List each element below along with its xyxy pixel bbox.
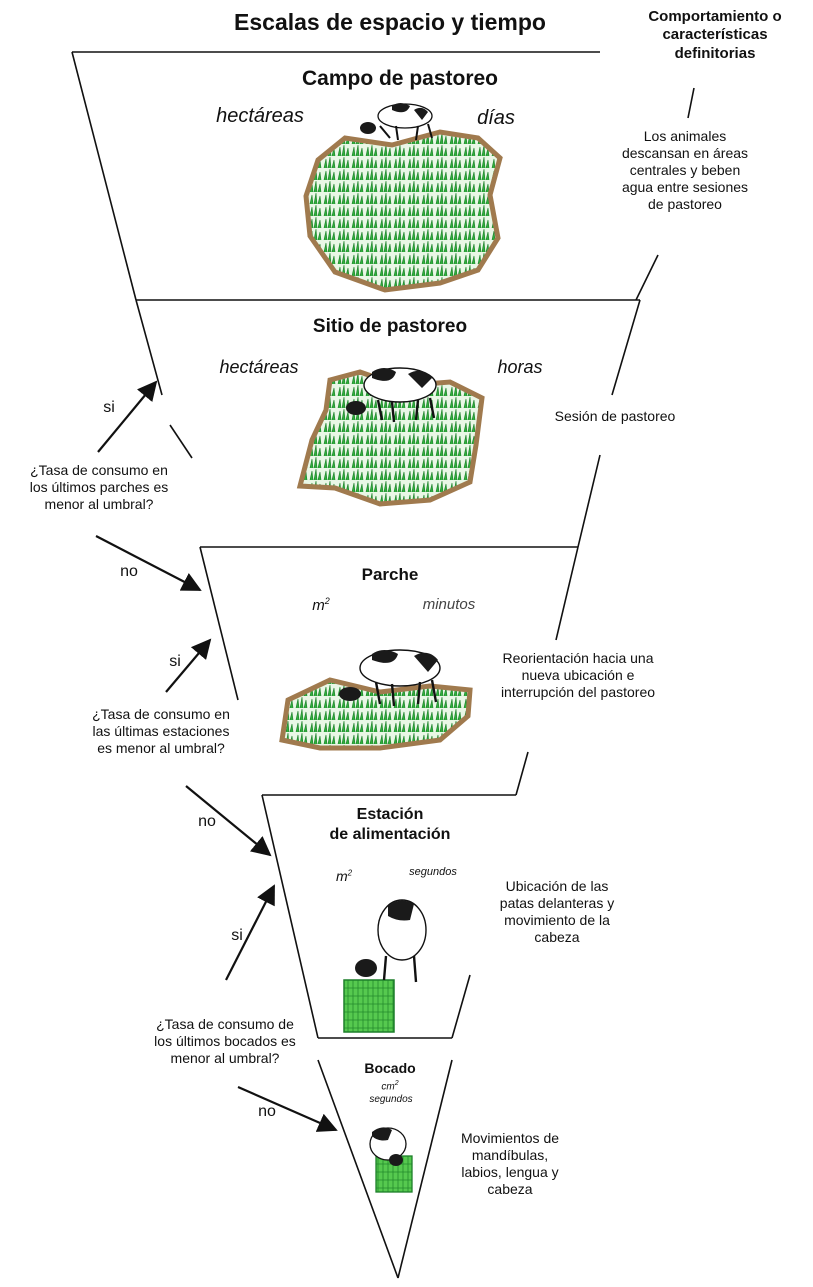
description-line: Ubicación de las	[482, 878, 632, 895]
level-description: Sesión de pastoreo	[530, 408, 700, 425]
description-line: patas delanteras y	[482, 895, 632, 912]
level-name-line: Estación	[310, 805, 470, 825]
arrow-no-1	[96, 536, 200, 590]
question-line: los últimos bocados es	[130, 1033, 320, 1050]
funnel-left-wall-1	[72, 52, 136, 300]
unit-text: m	[312, 597, 325, 614]
level-name-line: de alimentación	[310, 825, 470, 845]
level-description: Ubicación de las patas delanteras y movi…	[482, 878, 632, 946]
diagram-title: Escalas de espacio y tiempo	[205, 8, 575, 36]
decision-question: ¿Tasa de consumo en las últimas estacion…	[66, 706, 256, 757]
behavior-header: Comportamiento o características definit…	[620, 8, 810, 63]
question-line: ¿Tasa de consumo en	[66, 706, 256, 723]
unit-text: cm	[381, 1081, 394, 1092]
bite-illustration	[370, 1127, 412, 1192]
description-line: agua entre sesiones	[595, 179, 775, 196]
level-time-unit: horas	[480, 357, 560, 379]
grazing-site-illustration	[300, 368, 482, 504]
description-line: cabeza	[482, 929, 632, 946]
level-name: Campo de pastoreo	[250, 66, 550, 92]
funnel-left-wall-3	[200, 547, 238, 700]
description-line: interrupción del pastoreo	[478, 684, 678, 701]
cow-icon	[355, 900, 426, 982]
level-description: Los animales descansan en áreas centrale…	[595, 128, 775, 213]
description-line: labios, lengua y	[440, 1164, 580, 1181]
level-name: Bocado	[350, 1060, 430, 1077]
funnel-right-wall-3	[556, 547, 578, 640]
header-pointer-line	[688, 88, 694, 118]
decision-yes-label: si	[222, 926, 252, 946]
description-line: mandíbulas,	[440, 1147, 580, 1164]
unit-exponent: 2	[395, 1080, 399, 1087]
level-time-unit: días	[456, 106, 536, 130]
funnel-right-wall-3b	[516, 752, 528, 795]
decision-question: ¿Tasa de consumo de los últimos bocados …	[130, 1016, 320, 1067]
funnel-left-wall-2a	[136, 300, 162, 395]
decision-no-label: no	[192, 812, 222, 832]
level-description: Movimientos de mandíbulas, labios, lengu…	[440, 1130, 580, 1198]
description-line: Los animales	[595, 128, 775, 145]
decision-question: ¿Tasa de consumo en los últimos parches …	[4, 462, 194, 513]
description-line: movimiento de la	[482, 912, 632, 929]
description-line: Sesión de pastoreo	[530, 408, 700, 425]
question-line: ¿Tasa de consumo de	[130, 1016, 320, 1033]
funnel-right-wall-1	[636, 255, 658, 300]
cow-icon	[360, 103, 432, 140]
behavior-header-line: características	[620, 26, 810, 44]
description-line: cabeza	[440, 1181, 580, 1198]
decision-yes-label: si	[160, 652, 190, 672]
level-time-unit: segundos	[398, 866, 468, 879]
description-line: Reorientación hacia una	[478, 650, 678, 667]
patch-illustration	[282, 650, 470, 748]
level-name: Parche	[340, 565, 440, 586]
level-space-unit: cm2	[370, 1080, 410, 1094]
level-name: Sitio de pastoreo	[260, 315, 520, 338]
description-line: nueva ubicación e	[478, 667, 678, 684]
unit-exponent: 2	[348, 868, 352, 877]
funnel-left-wall-2b	[170, 425, 192, 458]
funnel-right-wall-2b	[578, 455, 600, 547]
feeding-station-illustration	[344, 900, 426, 1032]
unit-text: m	[336, 868, 348, 884]
decision-yes-label: si	[94, 398, 124, 418]
question-line: es menor al umbral?	[66, 740, 256, 757]
decision-no-label: no	[114, 562, 144, 582]
level-time-unit: segundos	[358, 1094, 424, 1106]
decision-no-label: no	[252, 1102, 282, 1122]
level-space-unit: m2	[326, 868, 362, 885]
behavior-header-line: Comportamiento o	[620, 8, 810, 26]
level-space-unit: hectáreas	[196, 357, 322, 379]
description-line: Movimientos de	[440, 1130, 580, 1147]
level-description: Reorientación hacia una nueva ubicación …	[478, 650, 678, 701]
behavior-header-line: definitorias	[620, 45, 810, 63]
funnel-right-wall-2a	[612, 300, 640, 395]
description-line: de pastoreo	[595, 196, 775, 213]
question-line: los últimos parches es	[4, 479, 194, 496]
description-line: descansan en áreas	[595, 145, 775, 162]
funnel-right-wall-4	[452, 975, 470, 1038]
level-name: Estación de alimentación	[310, 805, 470, 844]
question-line: menor al umbral?	[4, 496, 194, 513]
pasture-field-illustration	[306, 103, 500, 290]
question-line: menor al umbral?	[130, 1050, 320, 1067]
question-line: las últimas estaciones	[66, 723, 256, 740]
level-space-unit: m2	[296, 596, 346, 615]
unit-exponent: 2	[325, 596, 330, 606]
level-space-unit: hectáreas	[195, 104, 325, 128]
description-line: centrales y beben	[595, 162, 775, 179]
question-line: ¿Tasa de consumo en	[4, 462, 194, 479]
level-time-unit: minutos	[404, 596, 494, 614]
